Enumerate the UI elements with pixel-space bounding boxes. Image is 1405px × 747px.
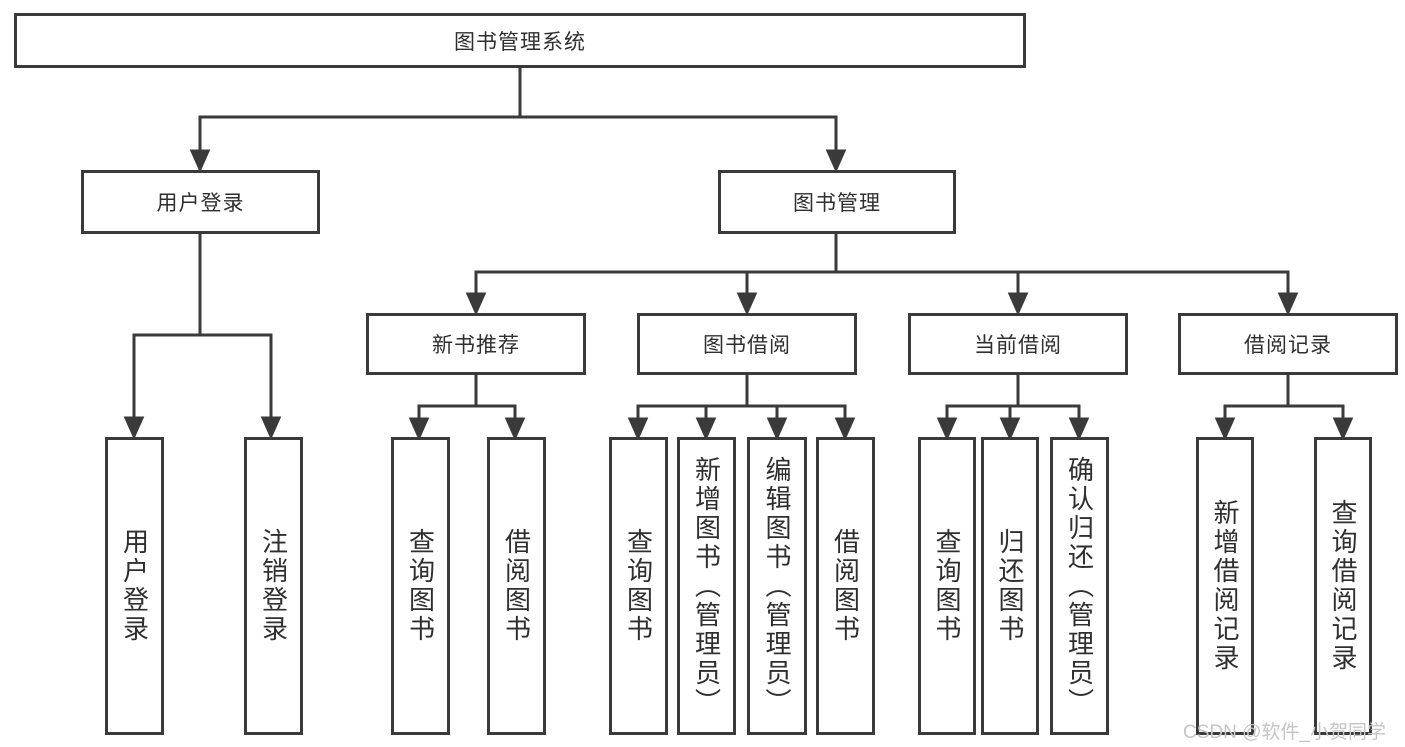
leaf-current-query-books-label: 查询图书 — [932, 528, 962, 644]
leaf-record-add-borrow-record: 新增借阅记录 — [1196, 437, 1254, 735]
leaf-borrow-borrow-books-label: 借阅图书 — [830, 528, 861, 644]
node-new-book-recommend-label: 新书推荐 — [432, 334, 520, 357]
node-root-label: 图书管理系统 — [454, 30, 586, 54]
leaf-borrow-edit-books-admin: 编辑图书（管理员） — [747, 437, 807, 735]
leaf-logout-label: 注销登录 — [258, 528, 289, 644]
leaf-newbook-borrow-books: 借阅图书 — [487, 437, 546, 735]
leaf-borrow-edit-books-admin-label: 编辑图书（管理员） — [762, 455, 792, 717]
leaf-user-login-label: 用户登录 — [119, 528, 150, 644]
leaf-record-query-borrow-record-label: 查询借阅记录 — [1328, 499, 1358, 673]
node-current-borrow-label: 当前借阅 — [974, 334, 1062, 357]
leaf-newbook-query-books-label: 查询图书 — [405, 528, 436, 644]
node-current-borrow: 当前借阅 — [908, 313, 1128, 375]
leaf-borrow-add-books-admin-label: 新增图书（管理员） — [691, 455, 722, 717]
leaf-record-query-borrow-record: 查询借阅记录 — [1314, 437, 1372, 735]
leaf-current-confirm-return-admin: 确认归还（管理员） — [1050, 437, 1109, 735]
csdn-watermark: CSDN @软件_小贺同学 — [1183, 722, 1386, 743]
node-borrow-record: 借阅记录 — [1178, 313, 1398, 375]
leaf-user-login: 用户登录 — [105, 437, 164, 735]
node-borrow-record-label: 借阅记录 — [1244, 334, 1332, 357]
node-book-borrow-label: 图书借阅 — [703, 334, 791, 357]
leaf-borrow-query-books: 查询图书 — [609, 437, 668, 735]
node-book-borrow: 图书借阅 — [637, 313, 857, 375]
leaf-current-confirm-return-admin-label: 确认归还（管理员） — [1064, 455, 1095, 717]
node-user-login: 用户登录 — [81, 170, 320, 234]
node-book-management: 图书管理 — [718, 170, 956, 234]
node-new-book-recommend: 新书推荐 — [366, 313, 586, 375]
node-user-login-label: 用户登录 — [156, 192, 245, 215]
leaf-current-return-books: 归还图书 — [981, 437, 1039, 735]
leaf-borrow-borrow-books: 借阅图书 — [816, 437, 875, 735]
leaf-borrow-query-books-label: 查询图书 — [623, 528, 654, 644]
leaf-current-query-books: 查询图书 — [918, 437, 976, 735]
node-root: 图书管理系统 — [14, 13, 1026, 68]
leaf-record-add-borrow-record-label: 新增借阅记录 — [1210, 499, 1240, 673]
leaf-newbook-borrow-books-label: 借阅图书 — [501, 528, 532, 644]
leaf-logout: 注销登录 — [244, 437, 303, 735]
leaf-current-return-books-label: 归还图书 — [995, 528, 1025, 644]
node-book-management-label: 图书管理 — [793, 192, 881, 215]
leaf-newbook-query-books: 查询图书 — [391, 437, 450, 735]
leaf-borrow-add-books-admin: 新增图书（管理员） — [677, 437, 736, 735]
